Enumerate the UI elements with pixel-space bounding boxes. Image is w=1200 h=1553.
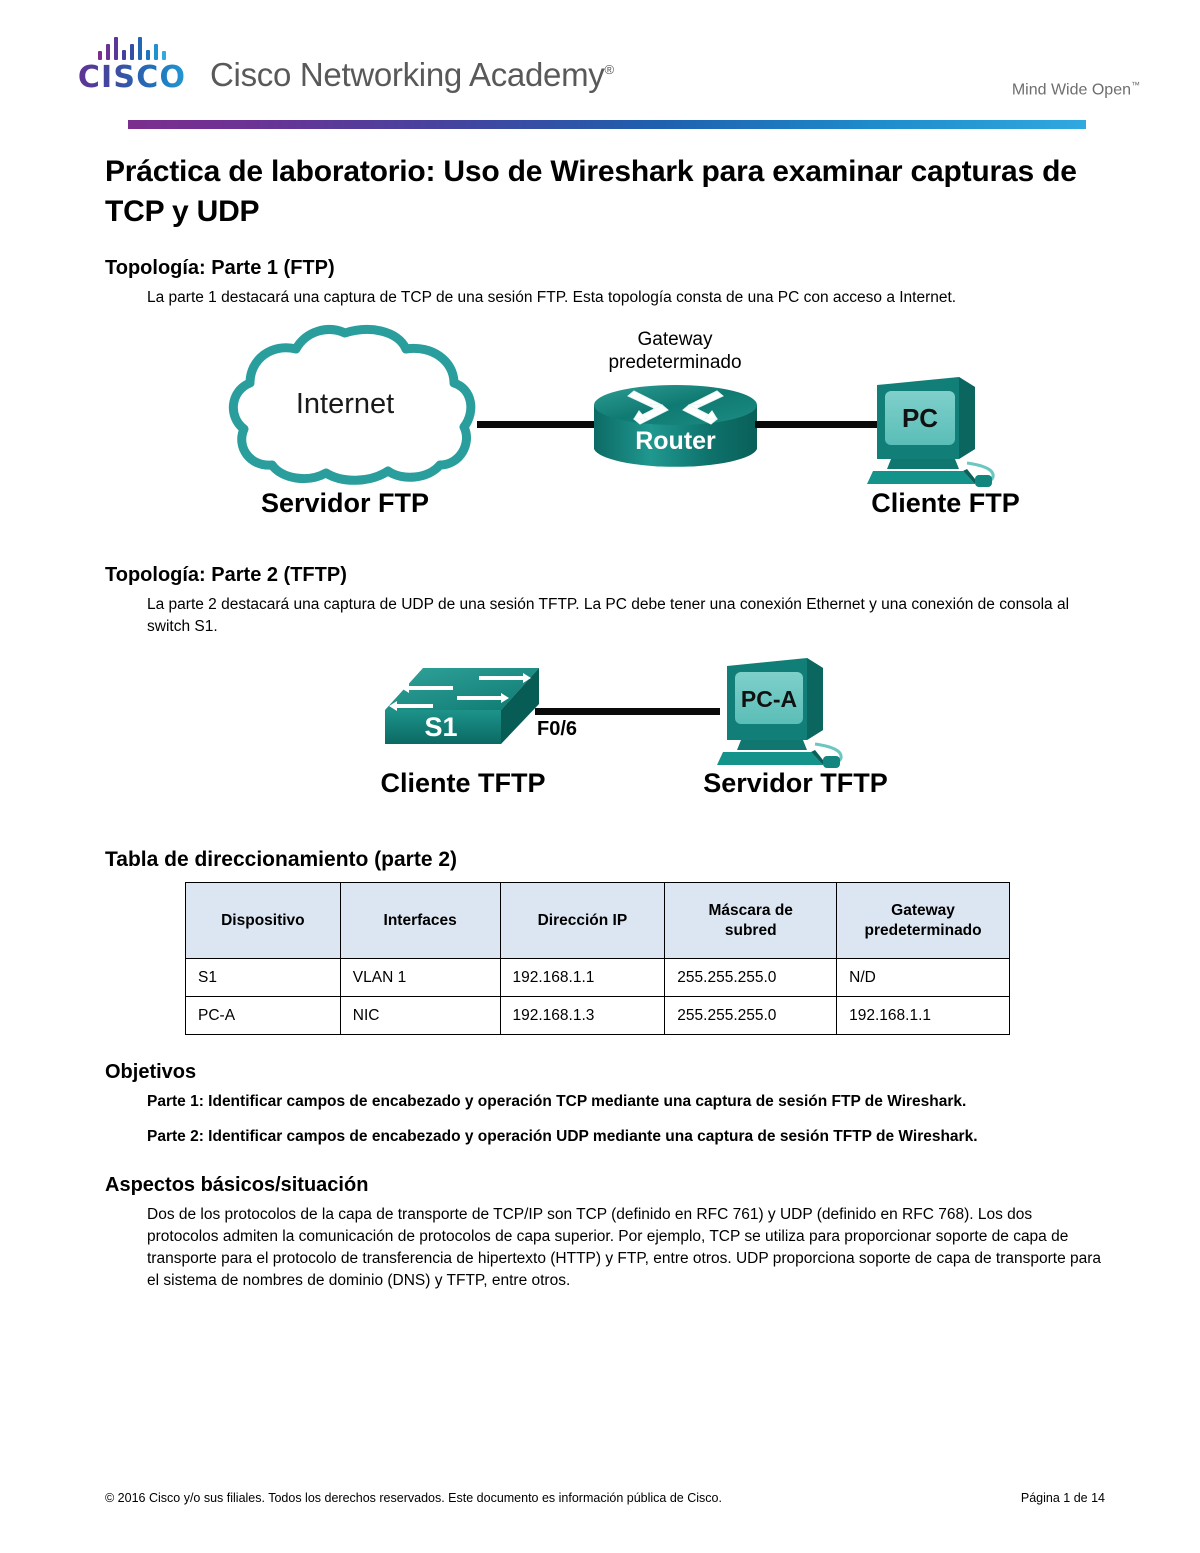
link-switch-pca — [535, 708, 720, 716]
interface-label-f06: F0/6 — [537, 718, 578, 741]
heading-topology-part2-bold: Parte 2 (TFTP) — [211, 564, 347, 587]
page-title: Práctica de laboratorio: Uso de Wireshar… — [105, 155, 1077, 228]
tftp-server-caption: Servidor TFTP — [703, 768, 888, 799]
objective-item-2: Parte 2: Identificar campos de encabezad… — [147, 1127, 978, 1145]
router-label-text: Router — [635, 427, 716, 455]
heading-topology-part1: Topología: Parte 1 (FTP) — [105, 257, 1105, 280]
table-header-row: Dispositivo Interfaces Dirección IP Másc… — [185, 882, 1010, 960]
gateway-label: Gateway predeterminado — [560, 329, 790, 374]
addressing-table: Dispositivo Interfaces Dirección IP Másc… — [185, 882, 1010, 1036]
table-cell-gateway: N/D — [836, 958, 1010, 998]
heading-topology-part2: Topología: Parte 2 (TFTP) — [105, 564, 1105, 587]
gateway-label-line1: Gateway — [637, 329, 713, 351]
pc-a-icon: PC-A — [715, 656, 875, 774]
table-cell-ip: 192.168.1.3 — [499, 996, 666, 1036]
topology-part2-description: La parte 2 destacará una captura de UDP … — [147, 596, 1070, 636]
academy-title-text: Cisco Networking Academy — [210, 56, 605, 93]
table-header-mascara-line2: subred — [724, 921, 777, 939]
switch-icon: S1 — [383, 664, 543, 759]
topology-diagram-part1: Internet Servidor FTP Gateway predetermi… — [105, 323, 1105, 538]
table-cell-gateway: 192.168.1.1 — [836, 996, 1010, 1036]
table-header-interfaces-line1: Interfaces — [383, 912, 457, 929]
table-header-interfaces: Interfaces — [339, 882, 501, 960]
tagline: Mind Wide Open™ — [1012, 80, 1140, 99]
switch-label-text: S1 — [424, 712, 457, 742]
ftp-client-caption: Cliente FTP — [871, 488, 1020, 519]
table-row: PC-A NIC 192.168.1.3 255.255.255.0 192.1… — [185, 996, 1010, 1036]
pc-a-screen-text: PC-A — [741, 686, 797, 712]
academy-title: Cisco Networking Academy® — [210, 56, 614, 94]
table-cell-ip: 192.168.1.1 — [499, 958, 666, 998]
heading-topology-part1-bold: Parte 1 (FTP) — [211, 257, 335, 280]
table-cell-interface: VLAN 1 — [339, 958, 501, 998]
cisco-logo: CISCO — [68, 36, 196, 93]
tagline-text: Mind Wide Open — [1011, 81, 1131, 99]
gateway-label-line2: predeterminado — [608, 351, 742, 373]
tftp-client-caption: Cliente TFTP — [380, 768, 546, 799]
internet-cloud-icon: Internet — [210, 323, 480, 488]
brand-gradient-divider — [128, 120, 1086, 129]
table-header-gateway-line2: predeterminado — [864, 921, 982, 939]
table-row: S1 VLAN 1 192.168.1.1 255.255.255.0 N/D — [185, 958, 1010, 998]
heading-objetivos: Objetivos — [105, 1061, 197, 1084]
table-header-direccion-ip: Dirección IP — [499, 882, 666, 960]
table-header-gateway: Gateway predeterminado — [836, 882, 1010, 960]
table-cell-mask: 255.255.255.0 — [664, 996, 838, 1036]
link-router-pc — [755, 421, 883, 429]
pc-screen-text: PC — [902, 403, 938, 433]
router-icon: Router — [588, 383, 763, 475]
pc-icon: PC — [863, 371, 1028, 491]
heading-topology-part1-prefix: Topología: — [105, 257, 212, 280]
link-internet-router — [477, 421, 597, 429]
table-header-direccion-ip-line1: Dirección IP — [537, 912, 628, 929]
document-content: Práctica de laboratorio: Uso de Wireshar… — [0, 152, 1200, 1292]
topology-diagram-part2: S1 Cliente TFTP F0/6 PC-A — [105, 656, 1105, 826]
table-cell-device: PC-A — [185, 996, 341, 1036]
table-header-mascara: Máscara de subred — [664, 882, 838, 960]
heading-topology-part2-prefix: Topología: — [105, 564, 212, 587]
heading-aspectos-basicos: Aspectos básicos/situación — [105, 1174, 369, 1197]
objective-item-1: Parte 1: Identificar campos de encabezad… — [147, 1093, 967, 1111]
heading-addressing-table: Tabla de direccionamiento (parte 2) — [105, 848, 458, 872]
background-paragraph: Dos de los protocolos de la capa de tran… — [147, 1206, 1102, 1290]
footer-page-number: Página 1 de 14 — [1020, 1491, 1105, 1505]
table-header-dispositivo-line1: Dispositivo — [221, 912, 305, 929]
table-header-dispositivo: Dispositivo — [185, 882, 341, 960]
table-cell-mask: 255.255.255.0 — [664, 958, 838, 998]
topology-part1-description: La parte 1 destacará una captura de TCP … — [147, 289, 957, 307]
ftp-server-caption: Servidor FTP — [260, 488, 430, 519]
trademark-mark: ™ — [1131, 80, 1140, 90]
page-footer: © 2016 Cisco y/o sus filiales. Todos los… — [105, 1491, 1105, 1505]
table-header-mascara-line1: Máscara de — [708, 902, 793, 920]
cisco-logo-bars-icon — [68, 36, 196, 60]
table-cell-interface: NIC — [339, 996, 501, 1036]
table-header-gateway-line1: Gateway — [891, 902, 955, 920]
cisco-wordmark: CISCO — [68, 63, 196, 93]
footer-copyright: © 2016 Cisco y/o sus filiales. Todos los… — [105, 1491, 722, 1505]
internet-cloud-text: Internet — [296, 388, 394, 420]
table-cell-device: S1 — [185, 958, 341, 998]
registered-mark: ® — [604, 62, 614, 77]
page-header: CISCO Cisco Networking Academy® Mind Wid… — [0, 0, 1200, 129]
